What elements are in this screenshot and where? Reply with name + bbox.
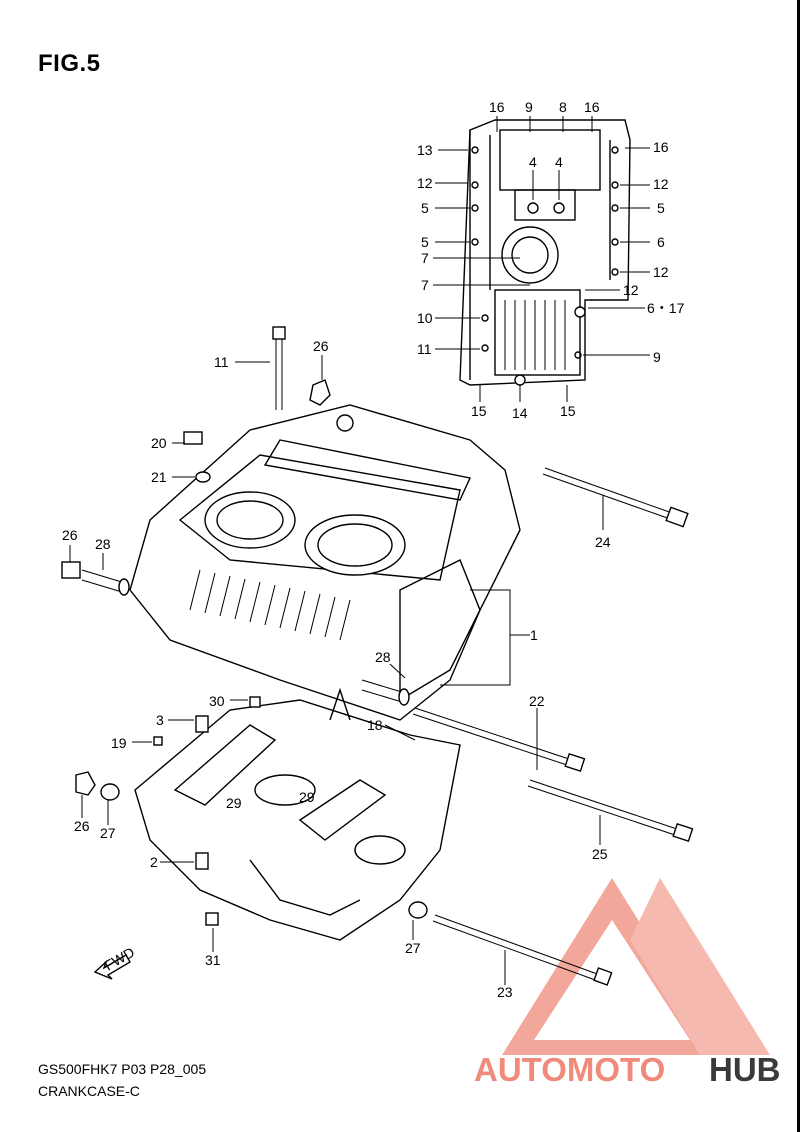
screw-19 bbox=[153, 736, 163, 746]
callout-25: 25 bbox=[592, 846, 608, 862]
callout-9-b: 9 bbox=[653, 349, 661, 365]
callout-5-a: 5 bbox=[421, 200, 429, 216]
plug-31 bbox=[205, 912, 219, 926]
callout-4-a: 4 bbox=[529, 154, 537, 170]
stud-23 bbox=[432, 914, 613, 986]
washer-21 bbox=[195, 471, 211, 483]
stud-24 bbox=[542, 467, 689, 528]
callout-13: 13 bbox=[417, 142, 433, 158]
group-name: CRANKCASE-C bbox=[38, 1083, 140, 1099]
nut-26-left bbox=[61, 561, 81, 579]
callout-28-a: 28 bbox=[95, 536, 111, 552]
callout-4-b: 4 bbox=[555, 154, 563, 170]
callout-26-b: 26 bbox=[62, 527, 78, 543]
callout-7-a: 7 bbox=[421, 250, 429, 266]
callout-26-a: 26 bbox=[313, 338, 329, 354]
pipe-28-center bbox=[361, 679, 410, 706]
callout-5-b: 5 bbox=[657, 200, 665, 216]
callout-20: 20 bbox=[151, 435, 167, 451]
bolt-11 bbox=[272, 326, 286, 410]
callout-3: 3 bbox=[156, 712, 164, 728]
dowel-3 bbox=[195, 715, 209, 733]
bushing-27-right bbox=[408, 901, 428, 919]
callout-16-a: 16 bbox=[489, 99, 505, 115]
nut-26-bottom bbox=[75, 771, 96, 796]
crankcase-callouts: 11 26 20 21 24 26 28 1 28 30 3 18 22 19 … bbox=[62, 338, 611, 1000]
callout-18: 18 bbox=[367, 717, 383, 733]
callout-14: 14 bbox=[512, 405, 528, 421]
dowel-2 bbox=[195, 852, 209, 870]
stud-22 bbox=[412, 707, 586, 773]
callout-10: 10 bbox=[417, 310, 433, 326]
callout-31: 31 bbox=[205, 952, 221, 968]
callout-26-c: 26 bbox=[74, 818, 90, 834]
callout-16-b: 16 bbox=[584, 99, 600, 115]
callout-15-b: 15 bbox=[560, 403, 576, 419]
callout-12-a: 12 bbox=[417, 175, 433, 191]
lower-crankcase-drawing bbox=[134, 687, 461, 941]
callout-24: 24 bbox=[595, 534, 611, 550]
fwd-arrow: FWD bbox=[93, 944, 137, 980]
callout-6-17: 6・17 bbox=[647, 300, 685, 316]
nut-26-top bbox=[309, 379, 331, 406]
oil-pan-drawing bbox=[459, 119, 631, 386]
callout-2: 2 bbox=[150, 854, 158, 870]
callout-12-b: 12 bbox=[653, 176, 669, 192]
bushing-27-left bbox=[100, 783, 120, 801]
callout-11-b: 11 bbox=[214, 354, 229, 370]
callout-1: 1 bbox=[530, 627, 538, 643]
callout-8: 8 bbox=[559, 99, 567, 115]
callout-12-d: 12 bbox=[623, 282, 639, 298]
frame-border bbox=[797, 0, 800, 1132]
pipe-28 bbox=[81, 569, 130, 596]
callout-6: 6 bbox=[657, 234, 665, 250]
callout-12-c: 12 bbox=[653, 264, 669, 280]
callout-27-b: 27 bbox=[405, 940, 421, 956]
stud-25 bbox=[527, 779, 694, 843]
watermark-text-main: AUTOMOTO bbox=[474, 1051, 665, 1088]
callout-28-b: 28 bbox=[375, 649, 391, 665]
callout-23: 23 bbox=[497, 984, 513, 1000]
callout-5-c: 5 bbox=[421, 234, 429, 250]
callout-15-a: 15 bbox=[471, 403, 487, 419]
leader-lines bbox=[69, 116, 650, 985]
callout-29-a: 29 bbox=[226, 795, 242, 811]
callout-21: 21 bbox=[151, 469, 167, 485]
watermark-text-tail: HUB bbox=[709, 1051, 781, 1088]
callout-19: 19 bbox=[111, 735, 127, 751]
fitting-20 bbox=[183, 431, 203, 445]
callout-7-b: 7 bbox=[421, 277, 429, 293]
oil-pan-callouts: 16 9 8 16 16 13 4 4 12 12 5 5 5 6 7 12 7… bbox=[417, 99, 685, 421]
part-code: GS500FHK7 P03 P28_005 bbox=[38, 1061, 207, 1077]
bolt-30 bbox=[249, 696, 261, 708]
callout-27-a: 27 bbox=[100, 825, 116, 841]
callout-22: 22 bbox=[529, 693, 545, 709]
figure-title: FIG.5 bbox=[38, 50, 101, 77]
callout-9-a: 9 bbox=[525, 99, 533, 115]
callout-11-a: 11 bbox=[417, 341, 432, 357]
upper-crankcase-drawing bbox=[129, 404, 521, 721]
watermark-logo bbox=[502, 878, 770, 1055]
callout-30: 30 bbox=[209, 693, 225, 709]
callout-16-c: 16 bbox=[653, 139, 669, 155]
callout-29-b: 29 bbox=[299, 789, 315, 805]
